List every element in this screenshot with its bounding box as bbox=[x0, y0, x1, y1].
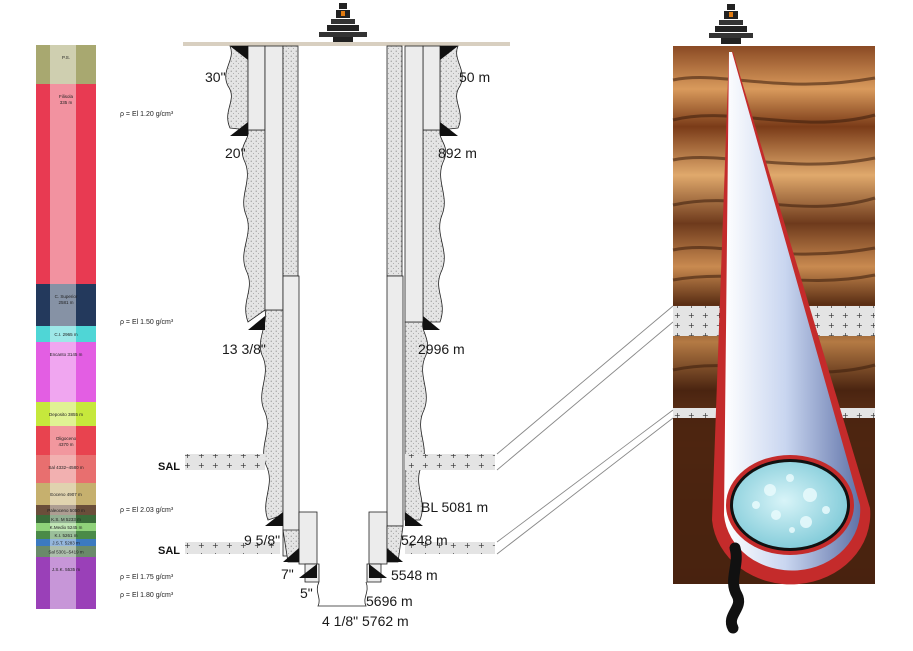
strat-layer-label: C.I. 2965 m bbox=[54, 332, 78, 337]
depth-label: 5248 m bbox=[401, 532, 448, 548]
casing-label: 13 3/8" bbox=[222, 341, 266, 357]
strat-layer-label: Encanto 3145 m bbox=[50, 352, 83, 357]
strat-layer bbox=[36, 84, 96, 284]
strat-layer bbox=[36, 426, 96, 455]
strat-layer-label: K.S. M 5233 m bbox=[51, 517, 81, 522]
density-label: ρ = El 1.80 g/cm³ bbox=[120, 592, 174, 599]
strat-layer bbox=[36, 523, 96, 531]
wellhead-icon bbox=[709, 4, 753, 44]
strat-layer-label: Paleoceno 5050 m bbox=[47, 508, 85, 513]
strat-layer bbox=[36, 515, 96, 523]
strat-layer-label: K.Medio 5245 m bbox=[50, 525, 83, 530]
wellbore-illustration bbox=[672, 4, 876, 634]
strat-layer bbox=[36, 342, 96, 402]
strat-layer-label: Deposito 3855 m bbox=[49, 412, 83, 417]
depth-label: 50 m bbox=[459, 69, 490, 85]
salt-label: SAL bbox=[158, 545, 180, 557]
strat-layer-label: Eoceno 4907 m bbox=[50, 492, 82, 497]
casing-label: 20" bbox=[225, 145, 246, 161]
wellhead-icon bbox=[319, 3, 367, 42]
strat-layer bbox=[36, 483, 96, 505]
salt-zone bbox=[185, 542, 280, 554]
ground-surface bbox=[183, 42, 510, 46]
density-label: ρ = El 2.03 g/cm³ bbox=[120, 507, 174, 514]
salt-zone bbox=[405, 542, 495, 554]
strat-layer-label: K.I. 5261 m bbox=[54, 533, 77, 538]
strat-layer bbox=[36, 557, 96, 609]
depth-label: 5548 m bbox=[391, 567, 438, 583]
strat-layer bbox=[36, 402, 96, 426]
density-label: ρ = El 1.75 g/cm³ bbox=[120, 574, 174, 581]
salt-label: SAL bbox=[158, 461, 180, 473]
depth-label: 892 m bbox=[438, 145, 477, 161]
strat-layer-label: P.S. bbox=[62, 55, 70, 60]
density-label: ρ = El 1.50 g/cm³ bbox=[120, 319, 174, 326]
depth-label: 2996 m bbox=[418, 341, 465, 357]
connector-lines bbox=[496, 305, 674, 555]
strat-layer bbox=[36, 539, 96, 546]
strat-layer-label: J.S.K. 5535 m bbox=[52, 567, 81, 572]
salt-zone bbox=[405, 454, 495, 470]
casing-label: 9 5/8" bbox=[244, 532, 280, 548]
casing-label: 7" bbox=[281, 566, 294, 582]
strat-layer bbox=[36, 546, 96, 557]
strat-layer bbox=[36, 455, 96, 483]
strat-layer bbox=[36, 531, 96, 539]
strat-layer bbox=[36, 284, 96, 326]
depth-label: 5696 m bbox=[366, 593, 413, 609]
well-schematic bbox=[183, 3, 510, 607]
strat-layer-label: Sal 4332–4580 m bbox=[48, 465, 84, 470]
strat-layer bbox=[36, 45, 96, 84]
bottom-hole-label: 4 1/8" 5762 m bbox=[322, 613, 409, 629]
casing-label: 30" bbox=[205, 69, 226, 85]
strat-layer bbox=[36, 326, 96, 342]
salt-zone bbox=[185, 454, 265, 470]
casing-label: 5" bbox=[300, 585, 313, 601]
density-label: ρ = El 1.20 g/cm³ bbox=[120, 111, 174, 118]
strat-layer-label: J.S.T. 5283 m bbox=[52, 541, 80, 546]
depth-label: BL 5081 m bbox=[421, 499, 488, 515]
strat-layer bbox=[36, 505, 96, 515]
strat-layer-label: Sal 5301–5419 m bbox=[48, 550, 84, 555]
